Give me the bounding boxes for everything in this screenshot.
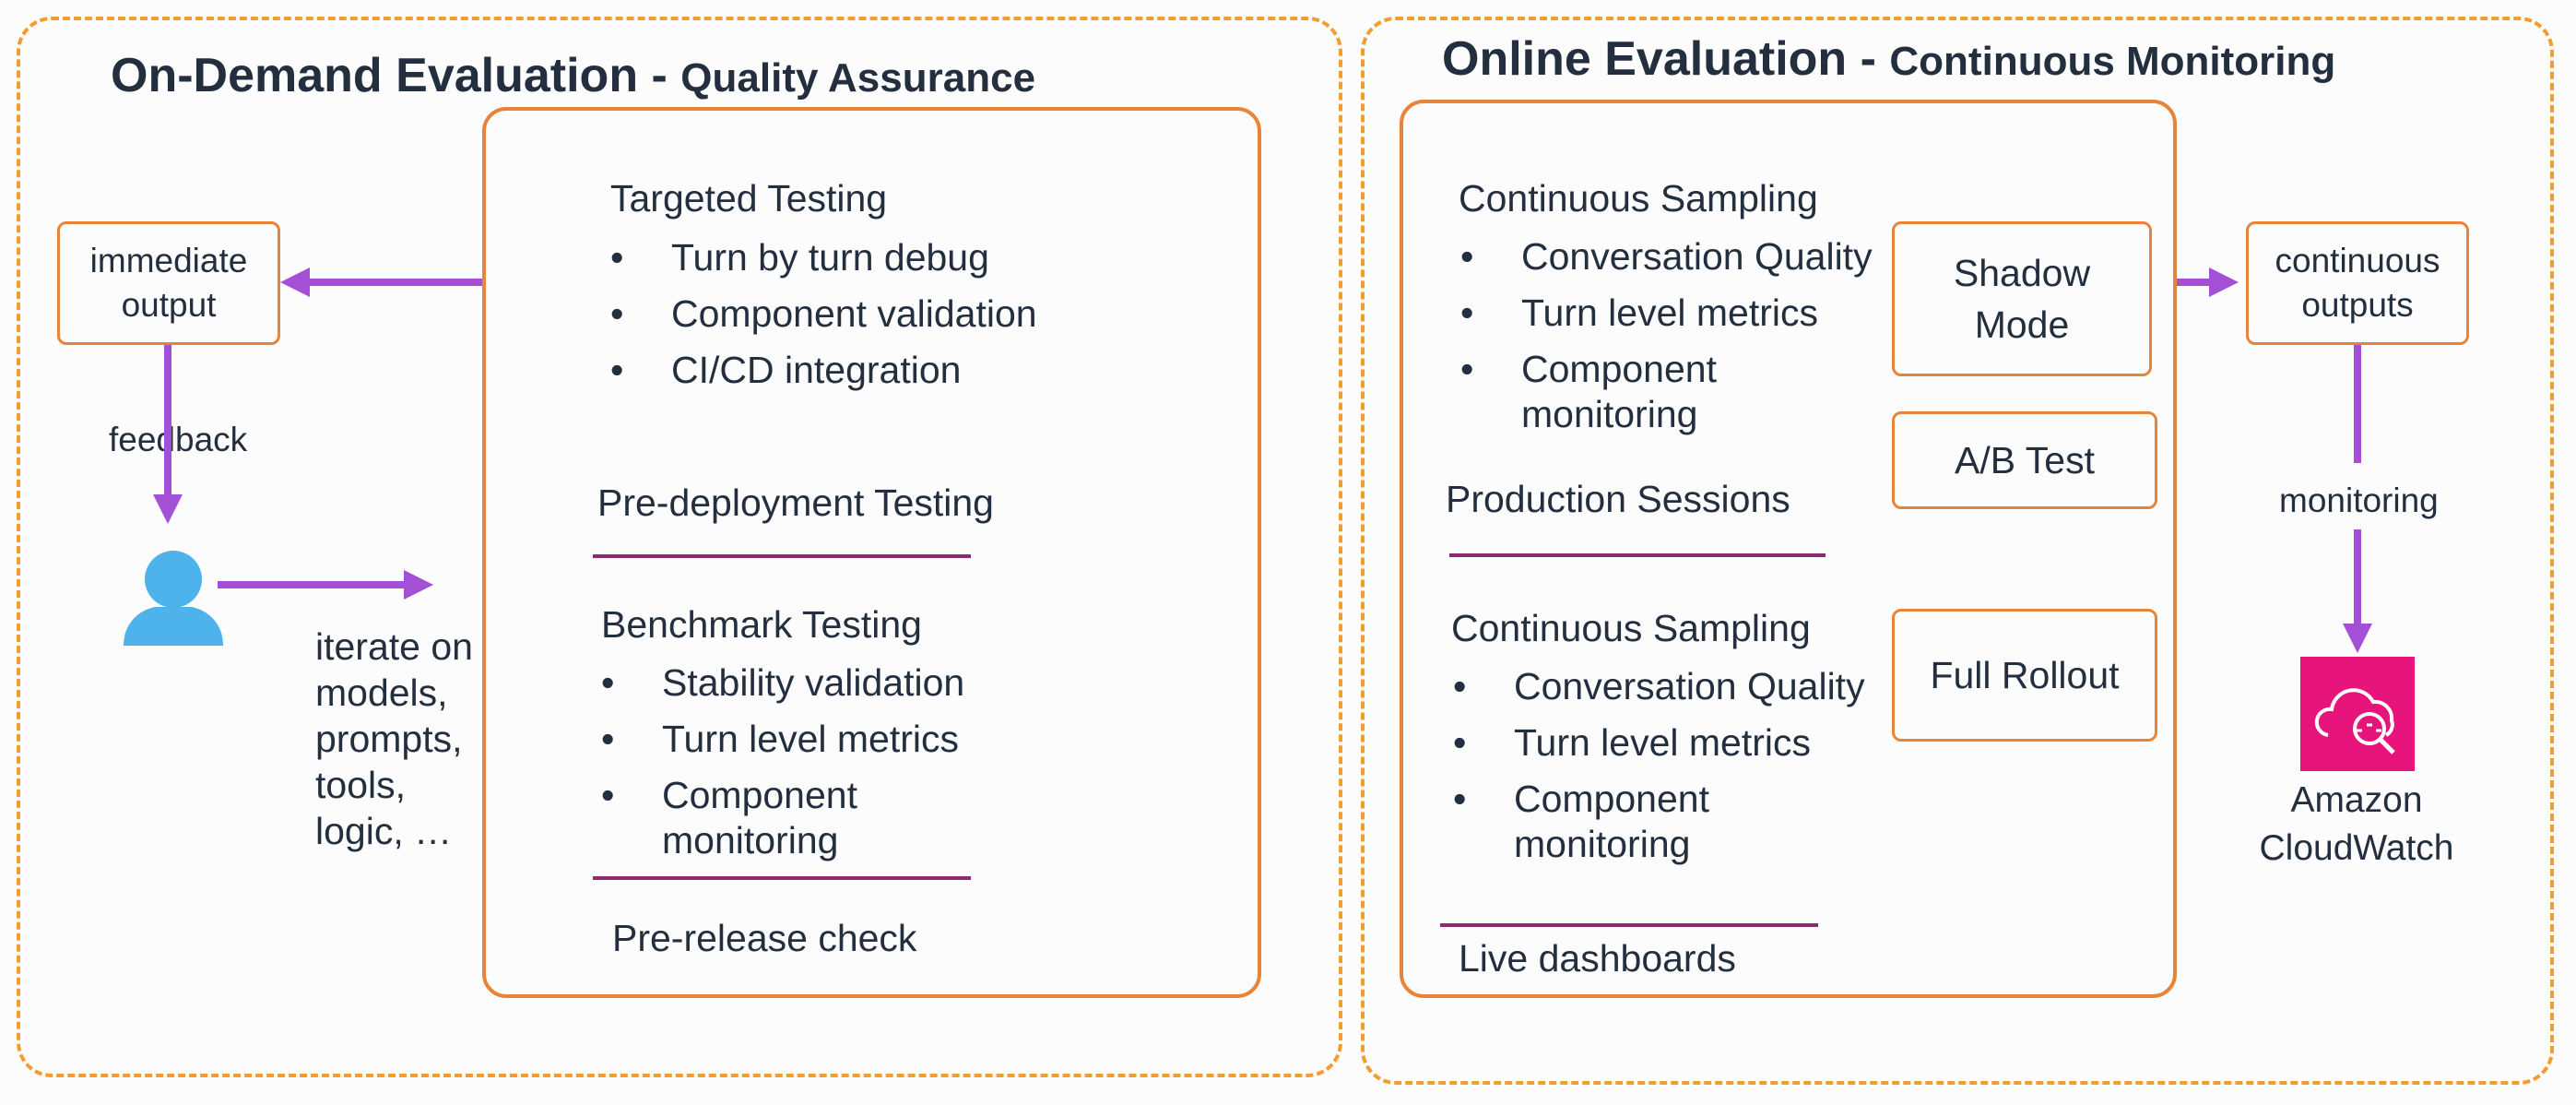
on-demand-panel [17, 17, 1342, 1077]
list-item-text: Conversation Quality [1521, 235, 1873, 278]
list-item: • Component validation [610, 291, 1037, 337]
cloudwatch-label: Amazon CloudWatch [2259, 780, 2454, 868]
list-item-text: CI/CD integration [671, 349, 962, 391]
continuous-sampling-heading: Continuous Sampling [1451, 607, 1811, 649]
pre-deployment-label: Pre-deployment Testing [597, 481, 994, 524]
on-demand-title-sub: Quality Assurance [680, 55, 1036, 101]
list-item-text: Turn by turn debug [671, 236, 989, 279]
list-item: • CI/CD integration [610, 348, 1037, 393]
targeted-testing-heading: Targeted Testing [610, 177, 888, 220]
list-item: • Turn level metrics [1460, 291, 1873, 336]
on-demand-inner-box [482, 107, 1261, 998]
online-panel [1361, 17, 2554, 1085]
feedback-label: feedback [109, 421, 248, 458]
on-demand-title-sep: - [638, 49, 681, 102]
production-sessions-label: Production Sessions [1446, 478, 1790, 520]
bullet-dot: • [1460, 348, 1474, 390]
bullet-dot: • [610, 292, 624, 335]
continuous-sampling-list: • Conversation Quality • Turn level metric… [1453, 664, 1865, 878]
continuous-outputs-box: continuous outputs [2246, 221, 2469, 345]
monitoring-label: monitoring [2279, 481, 2439, 519]
list-item-text: Component monitoring [1521, 348, 1717, 435]
on-demand-title: On-Demand Evaluation - Quality Assurance [111, 48, 1035, 103]
separator-line [1440, 923, 1818, 927]
bullet-dot: • [601, 774, 615, 816]
online-title-main: Online Evaluation [1442, 32, 1848, 86]
list-item: • Conversation Quality [1453, 664, 1865, 709]
immediate-output-label: immediate output [89, 242, 248, 324]
bullet-dot: • [601, 718, 615, 760]
list-item: • Component monitoring [1460, 347, 1873, 437]
continuous-sampling-list: • Conversation Quality • Turn level metric… [1460, 234, 1873, 448]
continuous-outputs-label: continuous outputs [2275, 242, 2440, 324]
list-item-text: Component monitoring [662, 774, 857, 861]
bullet-dot: • [1453, 665, 1467, 707]
list-item: • Turn level metrics [1453, 720, 1865, 766]
list-item-text: Turn level metrics [662, 718, 959, 760]
list-item: • Stability validation [601, 660, 964, 706]
iterate-label: iterate on models, prompts, tools, logic… [315, 625, 473, 852]
list-item: • Turn by turn debug [610, 235, 1037, 280]
targeted-testing-list: • Turn by turn debug • Component validatio… [610, 235, 1037, 404]
list-item-text: Stability validation [662, 661, 965, 704]
benchmark-testing-list: • Stability validation • Turn level metric… [601, 660, 964, 874]
online-title-sub: Continuous Monitoring [1889, 39, 2336, 84]
on-demand-title-main: On-Demand Evaluation [111, 49, 639, 102]
continuous-sampling-heading: Continuous Sampling [1459, 177, 1818, 220]
shadow-mode-box: Shadow Mode [1892, 221, 2152, 376]
separator-line [1449, 553, 1826, 557]
list-item-text: Turn level metrics [1521, 291, 1818, 334]
bullet-dot: • [601, 661, 615, 704]
ab-test-label: A/B Test [1955, 438, 2095, 481]
list-item-text: Turn level metrics [1514, 721, 1811, 764]
full-rollout-box: Full Rollout [1892, 609, 2157, 742]
benchmark-testing-heading: Benchmark Testing [601, 603, 922, 646]
bullet-dot: • [1453, 778, 1467, 820]
list-item-text: Conversation Quality [1514, 665, 1865, 707]
bullet-dot: • [1460, 235, 1474, 278]
bullet-dot: • [1453, 721, 1467, 764]
separator-line [593, 876, 971, 880]
live-dashboards-label: Live dashboards [1459, 937, 1736, 980]
bullet-dot: • [610, 236, 624, 279]
list-item: • Conversation Quality [1460, 234, 1873, 279]
full-rollout-label: Full Rollout [1930, 653, 2120, 696]
list-item-text: Component validation [671, 292, 1037, 335]
online-title-sep: - [1847, 32, 1890, 86]
separator-line [593, 554, 971, 558]
ab-test-box: A/B Test [1892, 411, 2157, 509]
shadow-mode-label: Shadow Mode [1953, 252, 2091, 346]
list-item: • Turn level metrics [601, 717, 964, 762]
list-item: • Component monitoring [1453, 777, 1865, 867]
list-item: • Component monitoring [601, 773, 964, 863]
immediate-output-box: immediate output [57, 221, 280, 345]
list-item-text: Component monitoring [1514, 778, 1709, 865]
bullet-dot: • [610, 349, 624, 391]
bullet-dot: • [1460, 291, 1474, 334]
pre-release-label: Pre-release check [612, 917, 917, 959]
online-title: Online Evaluation - Continuous Monitorin… [1442, 31, 2335, 87]
